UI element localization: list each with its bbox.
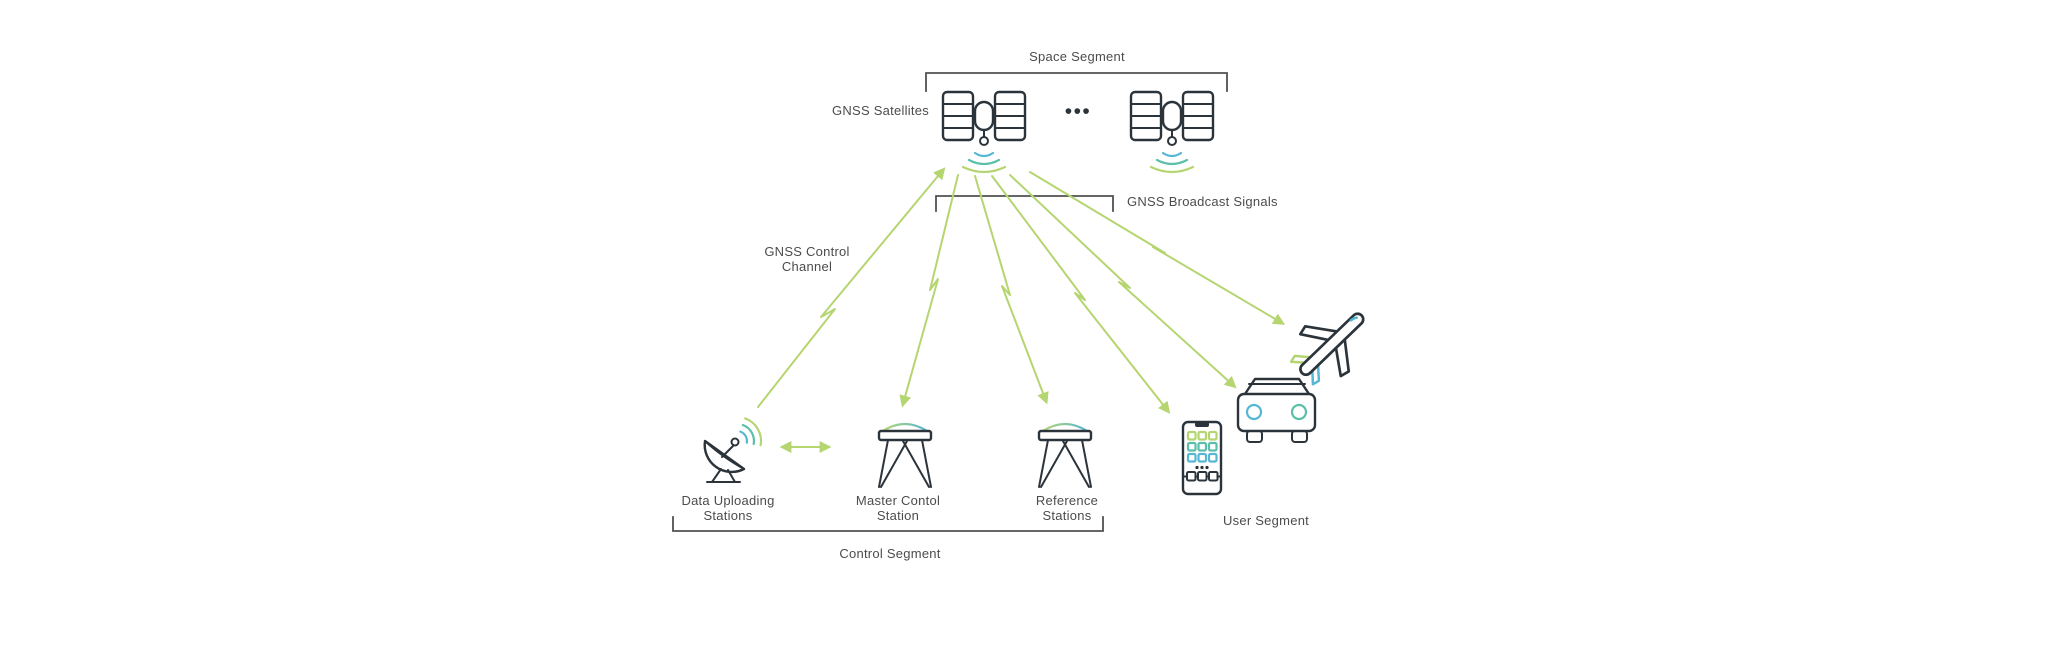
satellite-icon-left: [941, 90, 1027, 174]
car-icon: [1236, 377, 1317, 443]
lightning-arrow-icon-to-plane: [1029, 171, 1286, 325]
survey-station-icon-reference: [1037, 422, 1093, 489]
control-channel-label: GNSS Control Channel: [764, 244, 849, 274]
reference-stations-line2: Stations: [1042, 508, 1092, 523]
gnss-satellites-label: GNSS Satellites: [832, 103, 929, 118]
signal-lines: [757, 167, 1286, 453]
broadcast-signals-bracket: [935, 195, 1114, 212]
airplane-icon: [1289, 312, 1365, 386]
ellipsis-icon: •••: [1064, 100, 1092, 123]
space-segment-title: Space Segment: [1029, 49, 1125, 64]
survey-station-icon-master: [877, 422, 933, 489]
lightning-arrow-icon-to-car: [1009, 174, 1237, 389]
signal-waves-icon: [739, 417, 763, 447]
lightning-arrow-icon-control-channel: [757, 167, 946, 408]
data-uploading-label: Data Uploading Stations: [681, 493, 774, 523]
control-segment-bracket: [672, 516, 1104, 532]
data-uploading-line1: Data Uploading: [681, 493, 775, 508]
broadcast-signals-label: GNSS Broadcast Signals: [1127, 194, 1278, 209]
smartphone-icon: [1181, 420, 1223, 496]
control-segment-title: Control Segment: [839, 546, 941, 561]
lightning-arrow-icon-to-master: [899, 174, 959, 408]
control-channel-line2: Channel: [781, 259, 833, 274]
master-control-line1: Master Contol: [855, 493, 941, 508]
satellite-dish-icon: [703, 417, 763, 483]
control-channel-line1: GNSS Control: [764, 244, 850, 259]
user-segment-title: User Segment: [1222, 513, 1310, 528]
reference-stations-line1: Reference: [1035, 493, 1099, 508]
reference-stations-label: Reference Stations: [1036, 493, 1098, 523]
space-segment-bracket: [925, 72, 1228, 92]
data-uploading-line2: Stations: [703, 508, 753, 523]
lightning-arrow-icon-to-phone: [991, 175, 1171, 414]
satellite-icon-right: [1129, 90, 1215, 174]
master-control-label: Master Contol Station: [856, 493, 940, 523]
lightning-arrow-icon-to-reference: [974, 175, 1049, 405]
master-control-line2: Station: [876, 508, 920, 523]
